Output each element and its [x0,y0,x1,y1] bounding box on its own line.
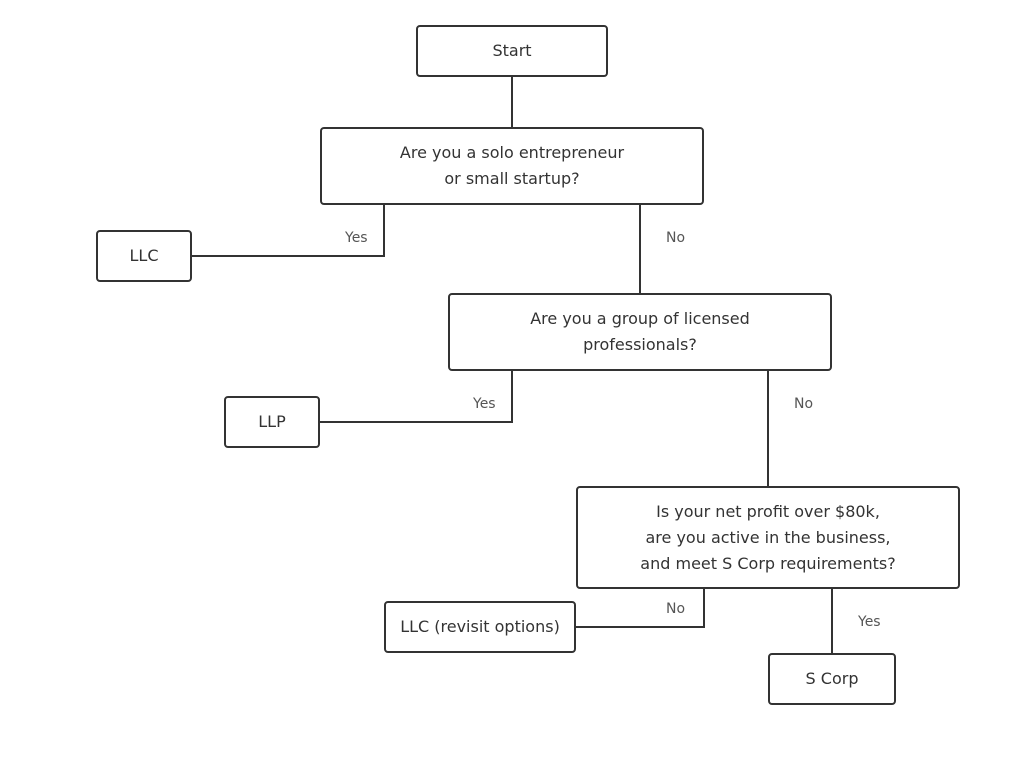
question-licensed-professionals-node: Are you a group of licensed professional… [448,293,832,371]
llc-revisit-options-node: LLC (revisit options) [384,601,576,653]
question-s-corp-requirements-label: Is your net profit over $80k, are you ac… [640,501,896,573]
question-licensed-professionals-label: Are you a group of licensed professional… [530,309,750,354]
edge-label-q3-yes: Yes [858,614,881,630]
start-node-label: Start [492,41,532,60]
llc-node: LLC [96,230,192,282]
edge-label-q1-yes: Yes [345,230,368,246]
edge-label-q1-no: No [666,230,686,246]
edge-label-q2-yes: Yes [473,396,496,412]
llp-node-label: LLP [258,412,286,431]
start-node: Start [416,25,608,77]
edge-label-q2-no: No [794,396,814,412]
llc-revisit-options-label: LLC (revisit options) [400,617,560,636]
edge-label-q3-no: No [666,601,686,617]
llp-node: LLP [224,396,320,448]
llc-node-label: LLC [129,246,159,265]
question-solo-entrepreneur-label: Are you a solo entrepreneur or small sta… [399,143,625,188]
question-s-corp-requirements-node: Is your net profit over $80k, are you ac… [576,486,960,589]
s-corp-node-label: S Corp [805,669,859,688]
question-solo-entrepreneur-node: Are you a solo entrepreneur or small sta… [320,127,704,205]
s-corp-node: S Corp [768,653,896,705]
